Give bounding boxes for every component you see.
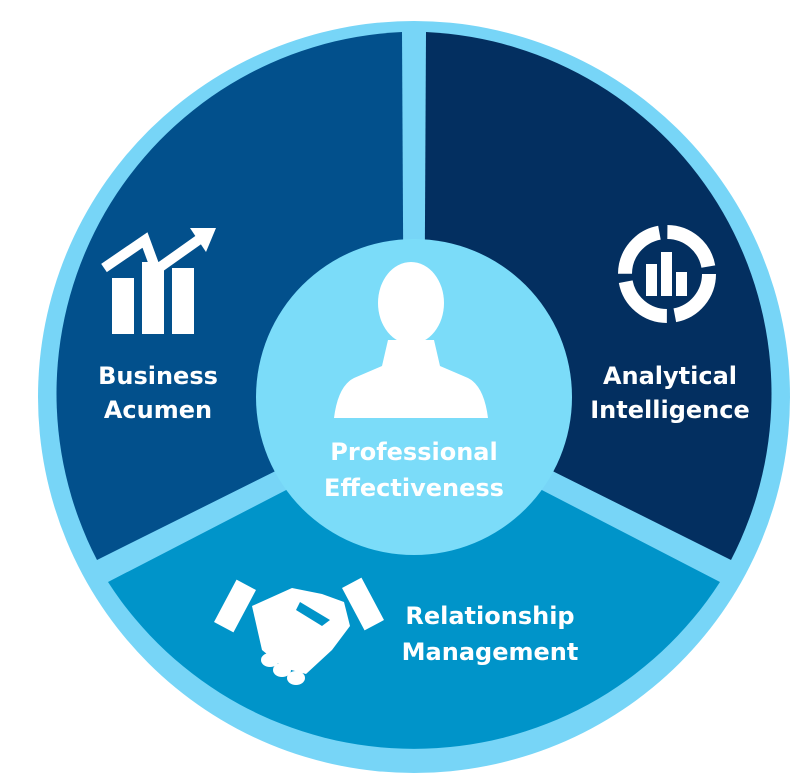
donut-bar-chart-icon xyxy=(618,225,716,323)
relationship-management-label-line1: Relationship xyxy=(405,602,574,630)
relationship-management-label-line2: Management xyxy=(402,638,579,666)
analytical-intelligence-label-line2: Intelligence xyxy=(590,396,750,424)
business-acumen-label-line2: Acumen xyxy=(104,396,212,424)
analytical-intelligence-label-line1: Analytical xyxy=(603,362,737,390)
center-label-line1: Professional xyxy=(330,438,497,466)
segment-relationship-management xyxy=(108,424,720,749)
growth-bar-chart-icon xyxy=(101,228,216,334)
person-silhouette-icon xyxy=(334,262,488,418)
business-acumen-label-line1: Business xyxy=(98,362,218,390)
handshake-icon xyxy=(214,577,384,685)
center-label-line2: Effectiveness xyxy=(324,474,504,502)
